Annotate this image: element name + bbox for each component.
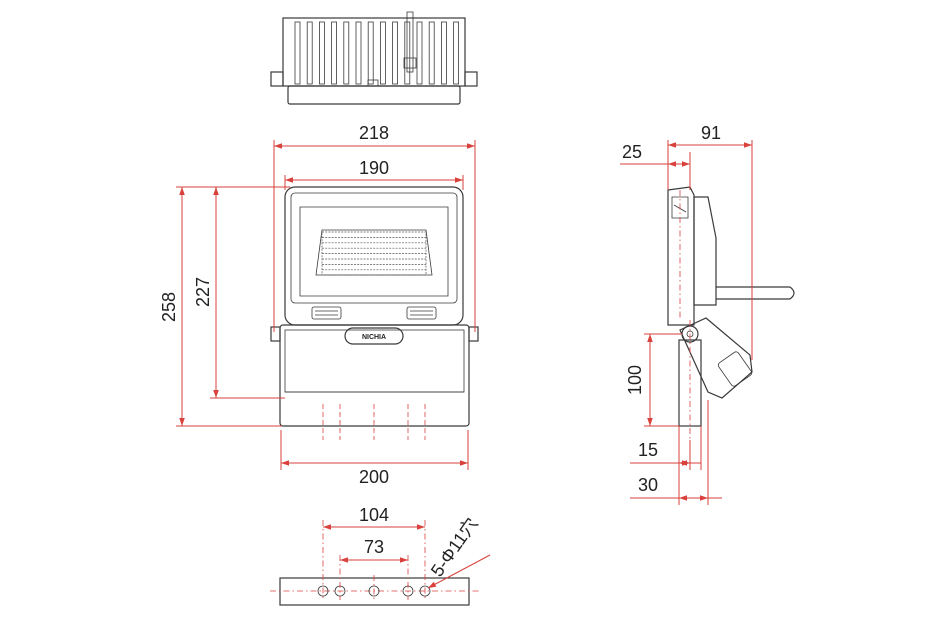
- front-dimensions: 218 190 258 227 200: [159, 123, 476, 487]
- heatsink-fin: [343, 21, 350, 85]
- side-view: [667, 186, 795, 440]
- front-view: NICHIA: [270, 186, 479, 440]
- heatsink-fin: [294, 21, 301, 85]
- heatsink-fin: [428, 21, 435, 85]
- heatsink-fin: [318, 21, 325, 85]
- heatsink-fin: [453, 21, 460, 85]
- heatsink-fin: [416, 21, 423, 85]
- heatsink-fin: [367, 21, 374, 85]
- heatsink-fin: [331, 21, 338, 85]
- hole-spec-label: 5-Φ11穴: [427, 514, 482, 580]
- dim-190: 190: [359, 158, 389, 178]
- dim-227: 227: [193, 277, 213, 307]
- heatsink-fin: [306, 21, 313, 85]
- dim-104: 104: [359, 505, 389, 525]
- dim-91: 91: [701, 123, 721, 143]
- dim-218: 218: [359, 123, 389, 143]
- top-view: [270, 11, 478, 105]
- dim-258: 258: [159, 292, 179, 322]
- dim-100: 100: [625, 365, 645, 395]
- side-dimensions: 91 25 100 15 30: [620, 123, 753, 505]
- dim-30: 30: [638, 475, 658, 495]
- dim-25: 25: [622, 142, 642, 162]
- bracket-dimensions: 104 73 5-Φ11穴: [323, 505, 491, 589]
- dim-73: 73: [364, 537, 384, 557]
- brand-logo: NICHIA: [362, 334, 386, 341]
- heatsink-fin: [392, 21, 399, 85]
- bracket-view: [270, 520, 480, 606]
- dim-15: 15: [638, 440, 658, 460]
- heatsink-fin: [379, 21, 386, 85]
- dim-200: 200: [359, 467, 389, 487]
- heatsink-fin: [355, 21, 362, 85]
- heatsink-fin: [440, 21, 447, 85]
